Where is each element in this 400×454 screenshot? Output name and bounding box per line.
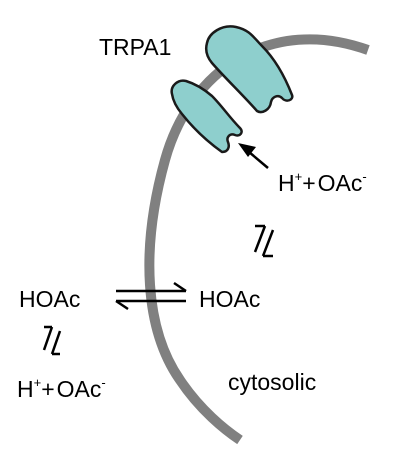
plus-sign: +: [41, 376, 55, 402]
proton-charge: +: [294, 169, 303, 184]
ion-pair-outside: H++OAc-: [17, 375, 106, 402]
ion-pair-inside: H++OAc-: [278, 169, 367, 196]
activation-arrow-head: [238, 143, 256, 157]
equilibrium-arrows-horizontal: [115, 281, 187, 311]
trpa1-label: TRPA1: [99, 34, 172, 60]
proton-symbol: H: [17, 376, 34, 402]
acetate-symbol: OAc: [56, 376, 102, 402]
proton-symbol: H: [278, 170, 295, 196]
plus-sign: +: [302, 170, 316, 196]
acetate-charge: -: [362, 169, 367, 184]
activation-arrow-shaft: [248, 151, 269, 169]
equilibrium-arrows-inside-vertical: [253, 224, 275, 258]
hoac-inside-label: HOAc: [199, 286, 261, 312]
acetate-symbol: OAc: [317, 170, 363, 196]
proton-charge: +: [33, 375, 42, 390]
trpa1-subunit-left: [170, 79, 243, 154]
acetate-charge: -: [101, 375, 106, 390]
cytosolic-label: cytosolic: [228, 369, 317, 395]
equilibrium-arrows-outside-vertical: [42, 325, 62, 356]
trpa1-subunit-right: [204, 25, 294, 114]
hoac-outside-label: HOAc: [19, 286, 81, 312]
